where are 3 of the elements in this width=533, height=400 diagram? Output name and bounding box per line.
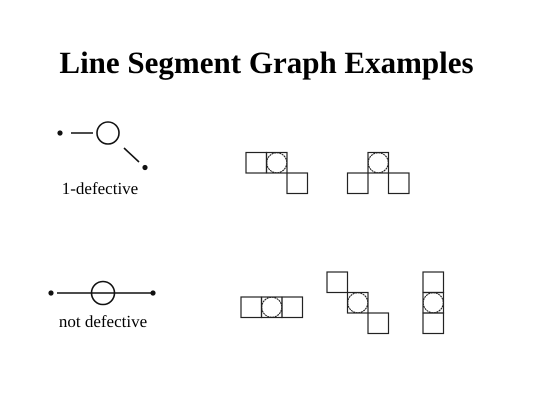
caption: not defective (58, 311, 148, 333)
title: Line Segment Graph Examples (58, 44, 475, 82)
caption: 1-defective (60, 178, 140, 200)
